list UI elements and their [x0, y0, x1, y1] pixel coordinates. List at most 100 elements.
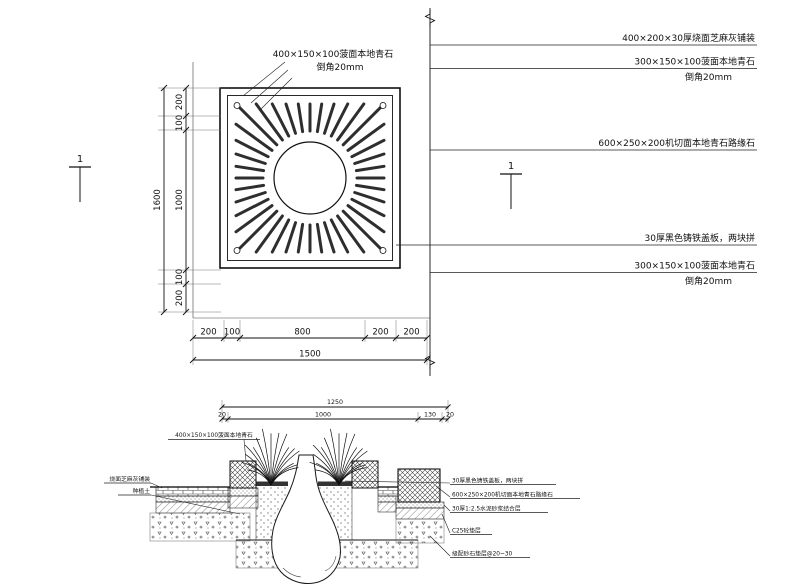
- note-text: 400×150×100菠面本地青石: [175, 431, 253, 439]
- dim-label: 20: [218, 412, 226, 419]
- leader-line: [250, 69, 289, 104]
- grate-slot: [296, 222, 305, 254]
- dim-ticks: [219, 404, 451, 422]
- grate-slot: [353, 191, 386, 204]
- grate-slot: [234, 102, 279, 147]
- paver-layer: [155, 486, 231, 497]
- note-text: 300×150×100菠面本地青石: [634, 56, 755, 68]
- grate-slot: [254, 102, 284, 142]
- gravel-layer: [149, 512, 251, 542]
- grate-slot: [254, 214, 284, 254]
- dim-total-label: 1250: [327, 399, 343, 406]
- grass-clump-left: [241, 428, 300, 486]
- leader-line: [259, 77, 293, 111]
- grass-blade: [338, 467, 367, 486]
- dim-total-label: 1600: [153, 189, 163, 211]
- cast-iron-plate-right: [318, 481, 352, 486]
- grass-blade: [244, 444, 272, 486]
- grass-blade: [323, 437, 340, 486]
- dim-label: 200: [200, 328, 216, 338]
- leader-line: [429, 535, 451, 557]
- section-left-notes: 烧面芝麻灰铺装 种植土 400×150×100菠面本地青石: [104, 431, 260, 515]
- grate-slot: [346, 122, 386, 152]
- leader-line: [242, 61, 286, 97]
- grate-slot: [234, 204, 274, 234]
- dim-label: 100: [175, 269, 185, 285]
- note-text: 种植土: [133, 487, 151, 495]
- plan-dims-bottom: 200 100 800 200 200 1500: [189, 320, 431, 365]
- marker-label: 1: [77, 154, 83, 165]
- dim-label: 130: [424, 412, 436, 419]
- bolt-circle: [379, 247, 387, 254]
- mortar-layer: [377, 495, 397, 503]
- grate-slot: [336, 214, 366, 254]
- grate-slot: [315, 102, 324, 134]
- plan-corner-note: 400×150×100菠面本地青石 倒角20mm: [242, 48, 394, 111]
- grate-slot: [341, 209, 386, 254]
- grate-slot: [270, 218, 291, 254]
- grass-blade: [330, 428, 340, 486]
- concrete-layer: [395, 507, 445, 520]
- note-text: 600×250×200机切面本地青石路缘石: [452, 491, 553, 499]
- grate-inner-frame: [227, 95, 393, 261]
- break-mark-bottom: [424, 352, 436, 369]
- plan-right-notes: 400×200×30厚烧面芝麻灰铺装 300×150×100菠面本地青石 倒角2…: [396, 32, 757, 287]
- root-detail: [282, 567, 302, 578]
- curb-stone: [397, 468, 441, 503]
- gravel-layer: [395, 518, 445, 544]
- grate-slot: [329, 102, 350, 138]
- right-paving-stack: [377, 468, 445, 544]
- grate-slot: [350, 138, 386, 159]
- grate-slot: [284, 102, 297, 135]
- note-text: 级配砂石垫层@20~30: [452, 550, 512, 558]
- grate-slot: [323, 221, 336, 254]
- grate-slot: [354, 183, 386, 192]
- bolt-circle: [379, 102, 387, 109]
- note-text: 倒角20mm: [685, 71, 732, 83]
- leader-line: [344, 480, 451, 484]
- grass-clump-right: [309, 428, 368, 486]
- leader-line: [441, 513, 451, 534]
- note-text: C25砼垫层: [452, 527, 481, 535]
- mortar-layer: [395, 501, 445, 509]
- break-mark-top: [424, 10, 436, 27]
- concrete-layer: [377, 501, 397, 513]
- tree-trunk: [271, 454, 341, 584]
- dim-label: 100: [224, 328, 240, 338]
- note-text: 烧面芝麻灰铺装: [109, 475, 150, 483]
- leader-line: [150, 482, 163, 489]
- grate-slot: [234, 138, 270, 159]
- grass-blade: [270, 433, 288, 486]
- paver-layer: [377, 486, 399, 497]
- dim-label: 200: [372, 328, 388, 338]
- grate-slot: [341, 102, 386, 147]
- grate-outer-frame: [219, 87, 401, 269]
- concrete-layer: [227, 495, 259, 509]
- grate-slot: [234, 209, 279, 254]
- grate-slot: [350, 197, 386, 218]
- note-text: 30厚1:2.5水泥砂浆结合层: [452, 505, 521, 513]
- leader-line: [443, 504, 451, 512]
- mortar-layer: [227, 487, 259, 497]
- section-marker-right: 1: [500, 161, 522, 209]
- root-detail: [324, 555, 337, 572]
- note-text: 600×250×200机切面本地青石路缘石: [598, 137, 755, 149]
- dim-label: 200: [403, 328, 419, 338]
- dim-label: 1000: [175, 189, 185, 211]
- grate-slot: [234, 183, 266, 192]
- grate-slot: [323, 102, 336, 135]
- note-text: 400×150×100菠面本地青石: [273, 48, 394, 60]
- grass-blade: [255, 437, 272, 486]
- leader-line: [243, 439, 247, 462]
- left-paving-stack: [149, 486, 259, 542]
- dim-label: 800: [294, 328, 310, 338]
- note-text: 30厚黑色铸铁盖板，两块拼: [645, 232, 755, 244]
- plan-dims-left: 200 100 1000 100 200 1600: [153, 84, 221, 316]
- grate-slot: [353, 152, 386, 165]
- paving-boundary-line: [192, 62, 430, 319]
- grate-slot: [296, 102, 305, 134]
- dim-label: 1000: [315, 412, 331, 419]
- dim-ticks: [160, 84, 190, 316]
- note-text: 倒角20mm: [685, 275, 732, 287]
- note-text: 倒角20mm: [317, 61, 364, 73]
